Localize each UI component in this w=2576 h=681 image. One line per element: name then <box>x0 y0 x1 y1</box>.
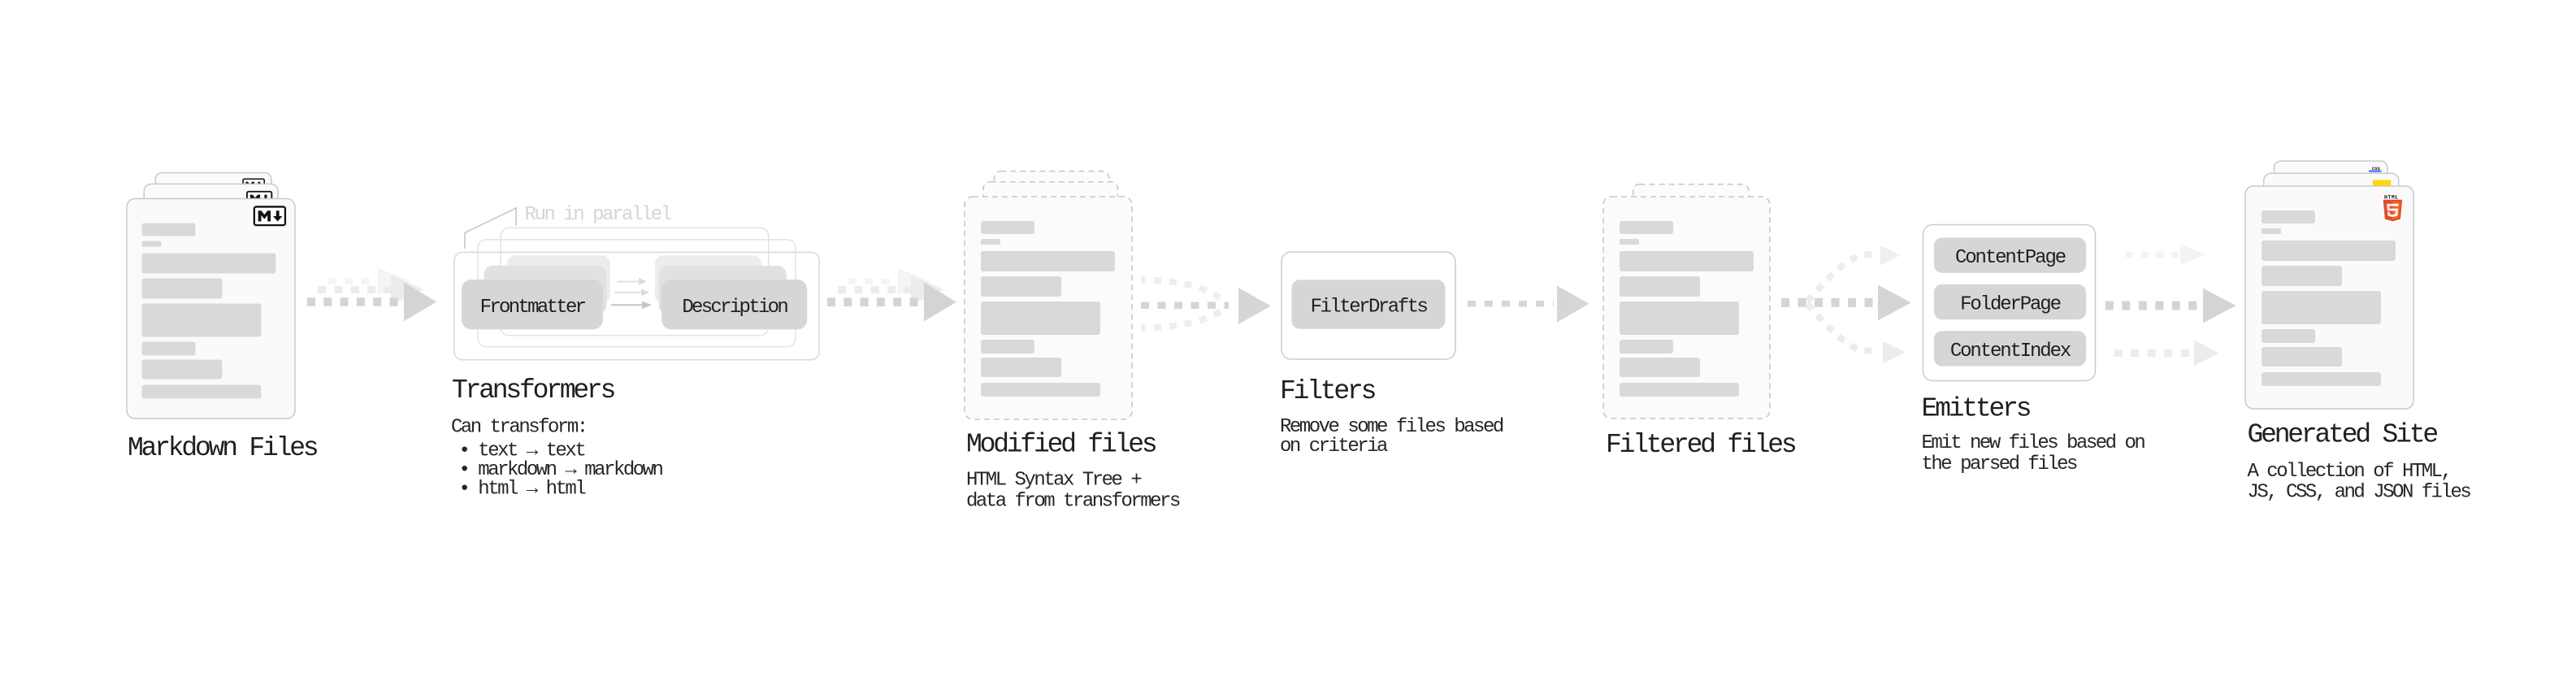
svg-text:FolderPage: FolderPage <box>1960 293 2060 315</box>
svg-text:HTML Syntax Tree +: HTML Syntax Tree + <box>966 470 1142 492</box>
svg-text:HTML: HTML <box>2384 194 2399 200</box>
svg-text:Filters: Filters <box>1280 376 1376 406</box>
svg-text:Can transform:: Can transform: <box>451 417 587 439</box>
svg-text:Emit new files based on: Emit new files based on <box>1922 432 2145 454</box>
svg-text:Description: Description <box>682 297 787 319</box>
svg-text:Filtered files: Filtered files <box>1606 430 1796 460</box>
svg-text:Run in parallel: Run in parallel <box>525 204 672 226</box>
svg-text:• html → html: • html → html <box>459 479 587 501</box>
svg-text:FilterDrafts: FilterDrafts <box>1311 297 1428 319</box>
svg-text:Frontmatter: Frontmatter <box>480 297 586 319</box>
svg-text:CSS: CSS <box>2372 167 2381 171</box>
svg-text:• markdown → markdown: • markdown → markdown <box>459 459 663 481</box>
svg-text:• text → text: • text → text <box>459 440 585 462</box>
svg-text:ContentPage: ContentPage <box>1955 247 2066 269</box>
svg-text:Generated Site: Generated Site <box>2248 419 2438 449</box>
svg-text:ContentIndex: ContentIndex <box>1950 340 2071 362</box>
svg-text:Transformers: Transformers <box>452 375 615 406</box>
svg-text:Emitters: Emitters <box>1922 393 2031 423</box>
svg-text:data from transformers: data from transformers <box>966 491 1180 513</box>
svg-text:Modified files: Modified files <box>966 430 1156 460</box>
svg-text:A collection of HTML,: A collection of HTML, <box>2248 461 2451 483</box>
svg-text:Markdown Files: Markdown Files <box>128 433 318 463</box>
svg-text:Remove some files based: Remove some files based <box>1280 416 1503 438</box>
svg-text:the parsed files: the parsed files <box>1922 453 2078 475</box>
svg-text:JS, CSS, and JSON files: JS, CSS, and JSON files <box>2248 482 2471 504</box>
svg-text:on criteria: on criteria <box>1280 436 1388 458</box>
